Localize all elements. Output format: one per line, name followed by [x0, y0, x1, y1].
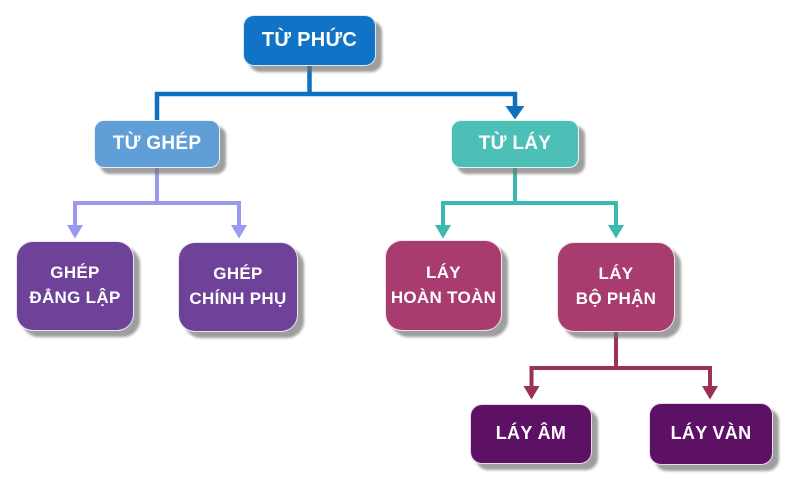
- edge-lay-bo-phan-tree: [529, 331, 712, 387]
- node-ghep-chinh-phu: GHÉP CHÍNH PHỤ: [178, 242, 298, 332]
- arrowhead-tu-lay: [505, 106, 525, 120]
- arrowhead-lay-am: [523, 386, 540, 400]
- node-lay-am: LÁY ÂM: [470, 404, 592, 464]
- arrowhead-lay-van: [702, 386, 718, 400]
- node-lay-hoan-toan: LÁY HOÀN TOÀN: [385, 240, 502, 331]
- node-tu-phuc: TỪ PHỨC: [243, 15, 376, 66]
- node-tu-lay: TỪ LÁY: [451, 120, 579, 168]
- node-ghep-dang-lap: GHÉP ĐẲNG LẬP: [16, 241, 134, 331]
- edge-tu-lay-tree: [441, 167, 618, 226]
- arrowhead-lay-hoan-toan: [435, 225, 451, 239]
- arrowhead-ghep-chinh-phu: [231, 225, 247, 239]
- node-lay-hoan-toan-line2: HOÀN TOÀN: [390, 287, 497, 307]
- node-lay-am-label: LÁY ÂM: [495, 423, 567, 444]
- arrowhead-lay-bo-phan: [608, 225, 624, 239]
- arrowhead-ghep-dang-lap: [67, 225, 83, 239]
- edge-tu-ghep-tree: [73, 166, 241, 226]
- node-tu-ghep-label: TỪ GHÉP: [112, 133, 202, 155]
- edge-tu-phuc-branches: [154, 91, 518, 122]
- node-lay-hoan-toan-line1: LÁY: [426, 262, 461, 282]
- node-lay-bo-phan-line2: BỘ PHẬN: [575, 289, 657, 308]
- node-ghep-dang-lap-line1: GHÉP: [50, 263, 100, 283]
- node-lay-van: LÁY VÀN: [649, 403, 773, 465]
- node-ghep-dang-lap-line2: ĐẲNG LẬP: [29, 288, 121, 307]
- node-tu-phuc-label: TỪ PHỨC: [261, 29, 358, 52]
- node-tu-ghep: TỪ GHÉP: [94, 120, 220, 168]
- node-ghep-chinh-phu-line1: GHÉP: [213, 264, 263, 284]
- node-lay-van-label: LÁY VÀN: [670, 423, 752, 444]
- node-tu-lay-label: TỪ LÁY: [478, 133, 552, 155]
- node-ghep-chinh-phu-line2: CHÍNH PHỤ: [189, 289, 287, 308]
- node-lay-bo-phan: LÁY BỘ PHẬN: [557, 242, 675, 332]
- node-lay-bo-phan-line1: LÁY: [598, 264, 634, 284]
